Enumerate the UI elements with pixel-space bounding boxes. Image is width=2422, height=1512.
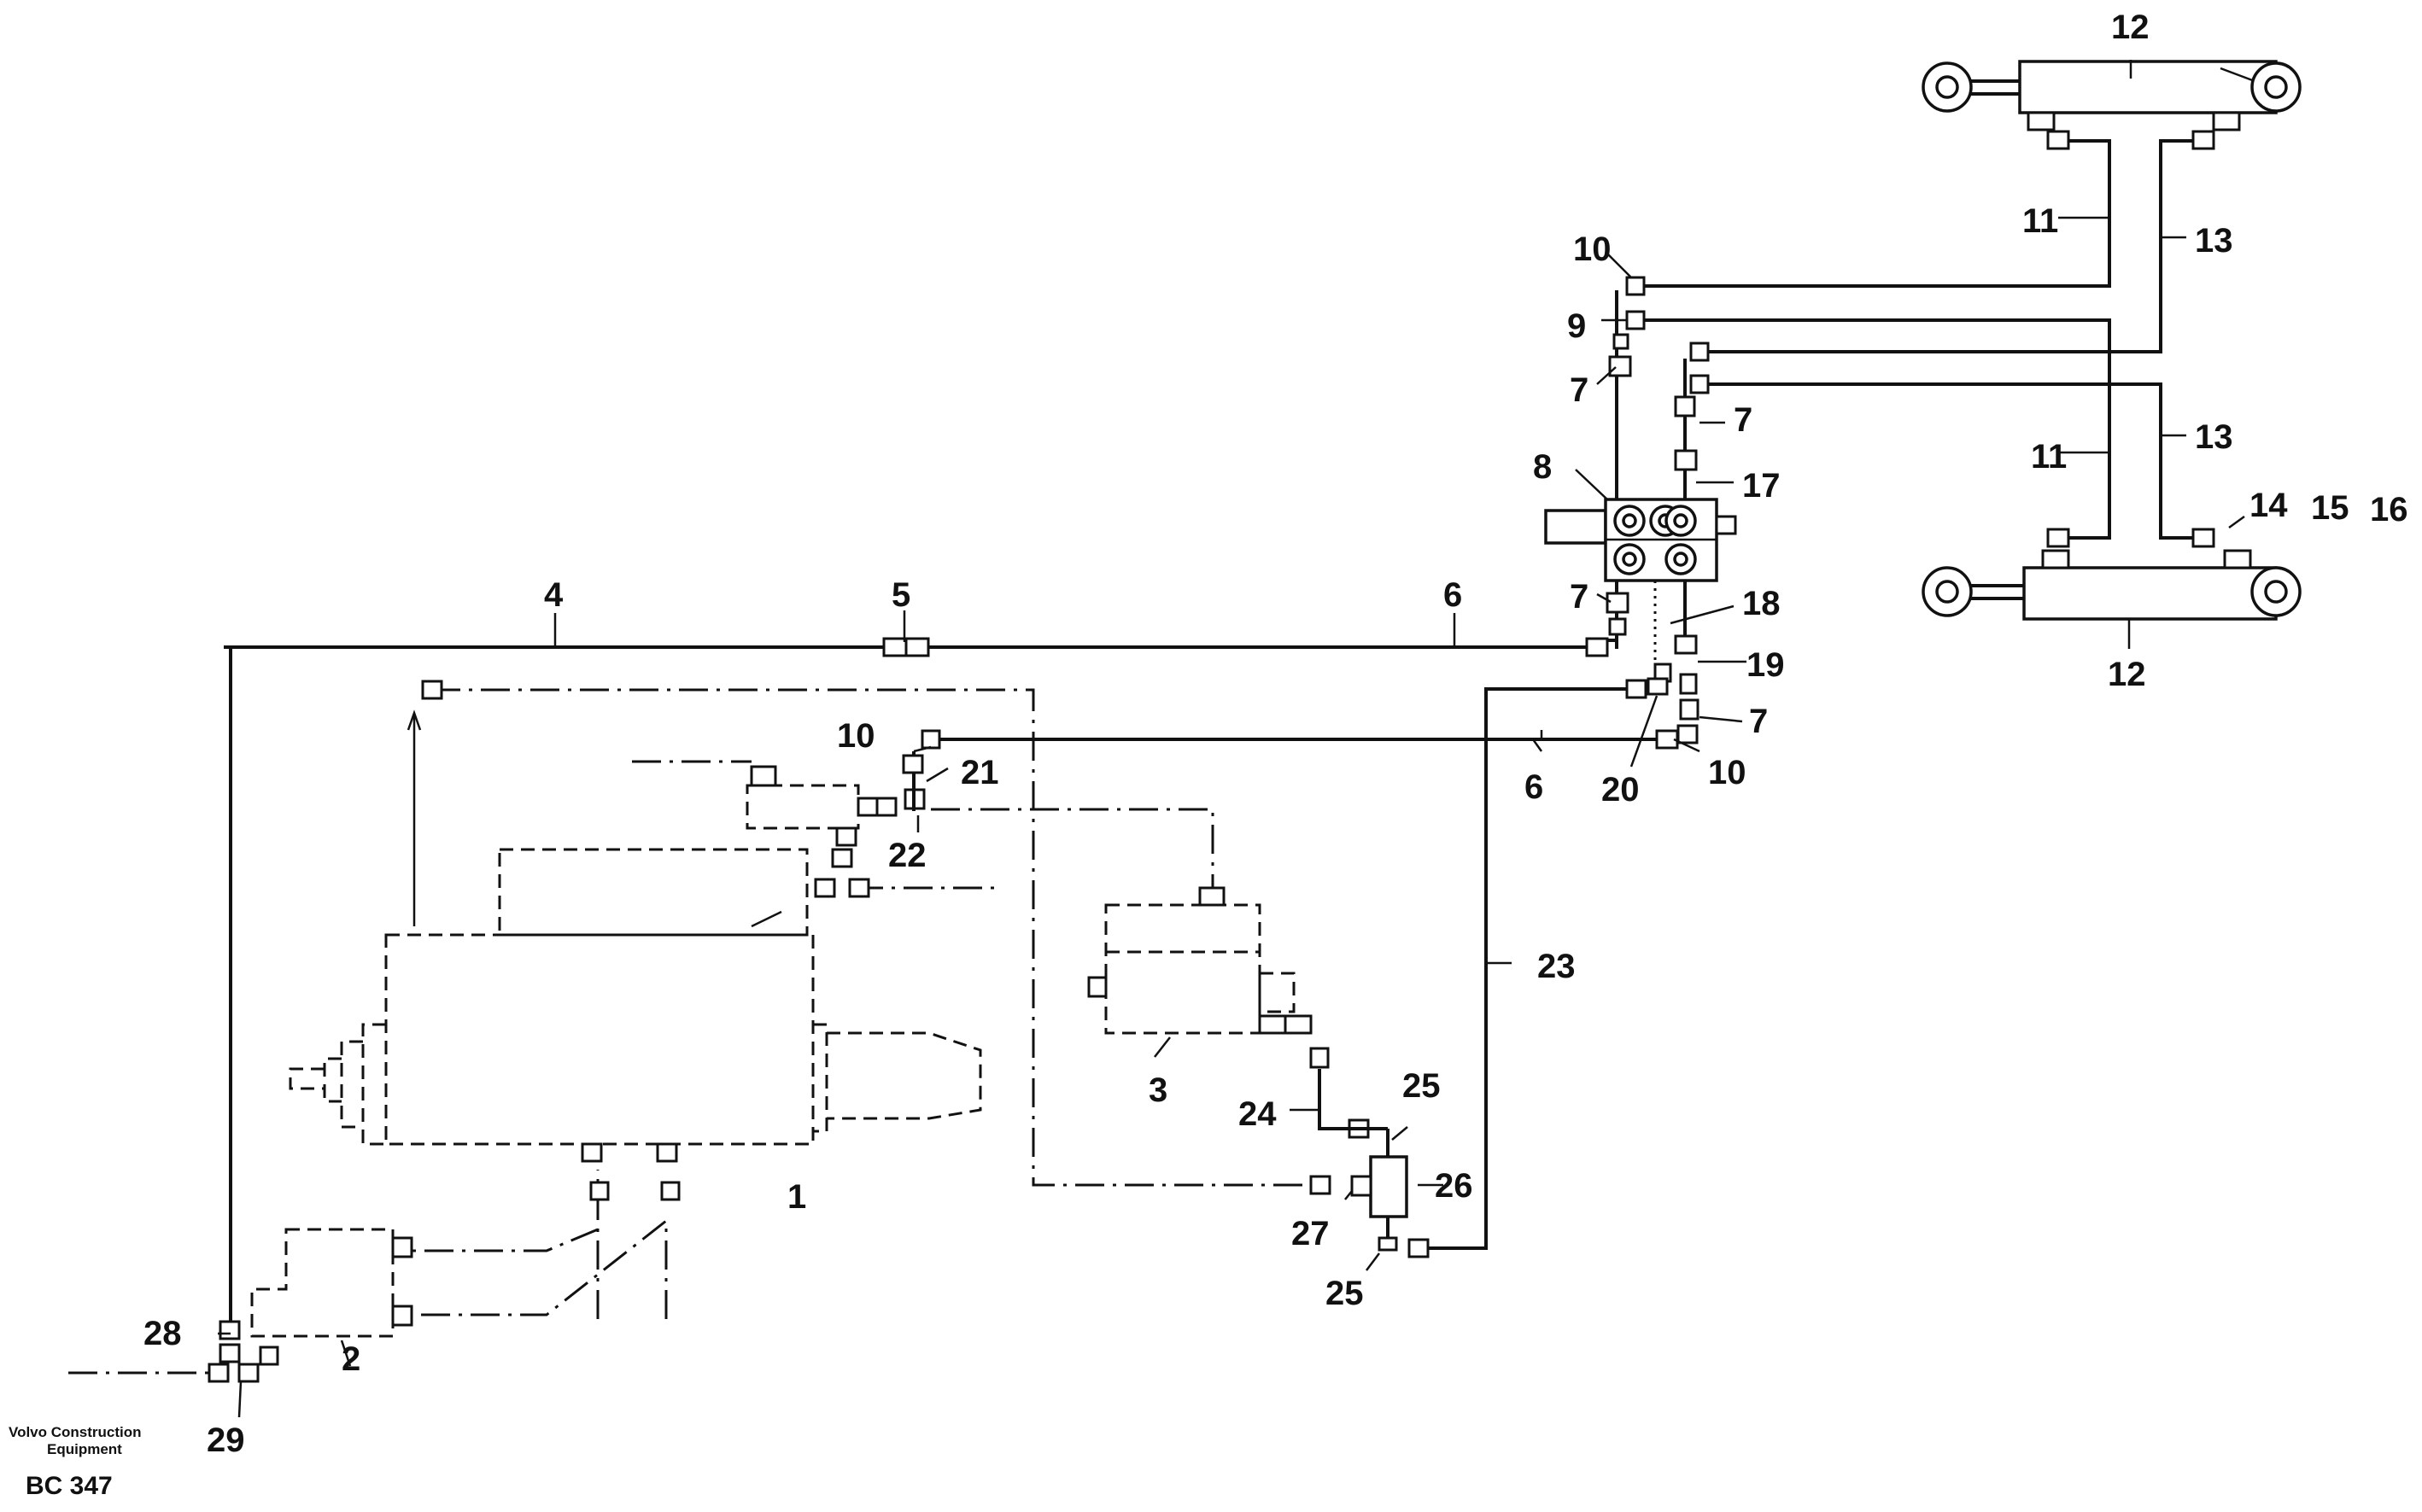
upper-cylinder <box>1922 60 2302 131</box>
callout-29: 29 <box>207 1422 245 1459</box>
callout-17: 17 <box>1742 467 1781 505</box>
callout-12-bottom: 12 <box>2108 656 2146 693</box>
callout-25-top: 25 <box>1402 1067 1441 1105</box>
callout-25-bottom: 25 <box>1325 1275 1364 1312</box>
cylinder-hoses <box>1644 130 2245 548</box>
callout-22: 22 <box>888 837 927 874</box>
callout-10-top: 10 <box>1573 231 1612 268</box>
callout-28: 28 <box>143 1315 182 1352</box>
callout-19: 19 <box>1746 646 1785 684</box>
pressure-lines <box>224 637 1679 1322</box>
callout-16: 16 <box>2370 491 2408 528</box>
callout-11-bottom: 11 <box>2031 438 2067 476</box>
callout-21: 21 <box>961 754 999 791</box>
callout-labels: 1 2 3 4 5 6 6 7 7 7 7 8 9 10 10 10 11 11… <box>143 9 2408 1459</box>
caption-company: Volvo Construction <box>9 1424 142 1440</box>
callout-24: 24 <box>1238 1095 1277 1133</box>
callout-10-right: 10 <box>1708 754 1746 791</box>
callout-1: 1 <box>787 1178 806 1216</box>
callout-13-top: 13 <box>2195 222 2233 260</box>
relief-valve-block <box>746 729 941 898</box>
callout-6-top: 6 <box>1443 576 1462 614</box>
callout-23: 23 <box>1537 948 1576 985</box>
filter-26 <box>1349 1127 1408 1252</box>
pump-3 <box>1087 886 1313 1058</box>
callout-6-bottom: 6 <box>1524 768 1543 806</box>
tank-2 <box>68 1142 681 1383</box>
leader-lines <box>218 60 2186 1418</box>
callout-18: 18 <box>1742 585 1781 622</box>
callout-15: 15 <box>2311 489 2349 527</box>
callout-27: 27 <box>1291 1215 1330 1252</box>
callout-11-top: 11 <box>2022 202 2058 240</box>
callout-2: 2 <box>342 1340 360 1378</box>
callout-5: 5 <box>892 576 910 614</box>
caption-company-2: Equipment <box>47 1441 122 1457</box>
callout-12-top: 12 <box>2111 9 2150 46</box>
callout-10-left: 10 <box>837 717 875 755</box>
lower-cylinder <box>1922 549 2302 621</box>
callout-26: 26 <box>1435 1167 1473 1205</box>
callout-7-right: 7 <box>1734 401 1752 439</box>
engine-pump-assembly <box>289 709 982 1146</box>
valve-fittings <box>1606 276 1710 744</box>
callout-3: 3 <box>1149 1071 1167 1109</box>
caption: Volvo Construction Equipment BC 347 <box>9 1424 142 1500</box>
callout-14: 14 <box>2249 487 2288 524</box>
caption-code: BC 347 <box>26 1472 113 1500</box>
callout-9: 9 <box>1567 307 1586 345</box>
callout-4: 4 <box>544 576 564 614</box>
callout-13-bottom: 13 <box>2195 418 2233 456</box>
control-valve <box>1544 498 1737 582</box>
callout-7-mid: 7 <box>1570 578 1588 616</box>
pilot-lines <box>410 680 1331 1319</box>
callout-8: 8 <box>1533 448 1552 486</box>
callout-7-low: 7 <box>1749 703 1768 740</box>
callout-7-top: 7 <box>1570 371 1588 409</box>
callout-20: 20 <box>1601 771 1640 809</box>
